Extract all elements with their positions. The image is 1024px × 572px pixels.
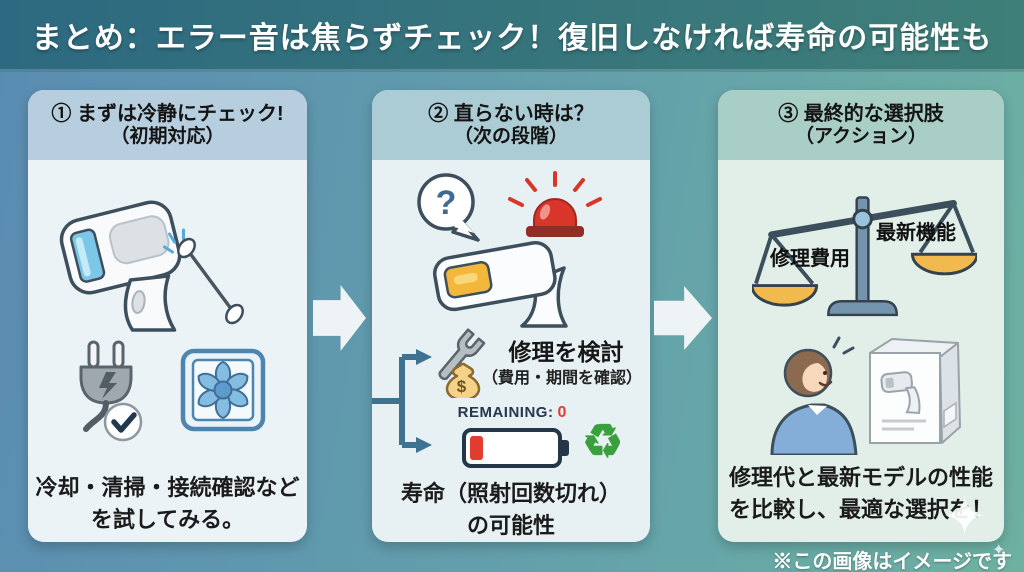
delight-sparkle-ticks bbox=[832, 336, 855, 355]
battery-terminal bbox=[562, 440, 569, 456]
flow-arrow-1-icon bbox=[313, 285, 366, 351]
dollar-sign: $ bbox=[457, 377, 467, 396]
battery-low-segment bbox=[470, 436, 483, 460]
panel1-title-line1: ① まずは冷静にチェック! bbox=[51, 102, 284, 125]
page-title: まとめ：エラー音は焦らずチェック！復旧しなければ寿命の可能性も bbox=[31, 21, 993, 55]
panel1-header: ① まずは冷静にチェック! （初期対応） bbox=[28, 90, 307, 160]
person bbox=[770, 336, 858, 455]
clean-sparkle-ticks bbox=[163, 228, 185, 254]
panel3-caption-line2: を比較し、最適な選択を！ bbox=[728, 497, 993, 522]
check-icon bbox=[111, 412, 137, 433]
panel3-header: ③ 最終的な選択肢 （アクション） bbox=[718, 90, 1004, 160]
header-band: まとめ：エラー音は焦らずチェック！復旧しなければ寿命の可能性も bbox=[0, 0, 1024, 72]
balance-scale-illustration bbox=[752, 196, 977, 317]
scale-pan-left bbox=[752, 284, 819, 307]
siren-icon bbox=[508, 171, 602, 237]
panel2-header: ② 直らない時は？ （次の段階） bbox=[372, 90, 650, 160]
recycle-icon: ♻ bbox=[582, 415, 624, 467]
remaining-counter: REMAINING:0 bbox=[430, 404, 594, 422]
panel3-title-line2: （アクション） bbox=[794, 125, 928, 147]
panel1-caption-line2: を試してみる。 bbox=[90, 507, 245, 532]
panel2-title-line1: ② 直らない時は？ bbox=[428, 102, 594, 125]
image-disclaimer-note: ※この画像はイメージです bbox=[772, 551, 1012, 572]
lightning-bolt-icon bbox=[99, 372, 117, 399]
error-device-siren-illustration: ? bbox=[417, 171, 602, 328]
question-mark: ? bbox=[436, 184, 457, 222]
panel-next-step: ② 直らない時は？ （次の段階） bbox=[372, 90, 650, 542]
repair-option-title: 修理を検討 bbox=[508, 339, 624, 365]
panel-initial-check: ① まずは冷静にチェック! （初期対応） bbox=[28, 90, 307, 542]
panel3-caption-line1: 修理代と最新モデルの性能 bbox=[728, 465, 993, 490]
cooling-fan-icon bbox=[180, 348, 266, 432]
repair-wrench-moneybag-icon: $ bbox=[438, 328, 486, 398]
scale-left-label: 修理費用 bbox=[770, 248, 850, 270]
scale-pan-right bbox=[910, 252, 977, 276]
scale-right-label: 最新機能 bbox=[876, 222, 956, 244]
panel1-title-line2: （初期対応） bbox=[110, 125, 225, 147]
power-plug-check-icon bbox=[79, 340, 143, 442]
panel-final-choice: ③ 最終的な選択肢 （アクション） 修理費用 最新機能 bbox=[718, 90, 1004, 542]
branch-bracket-arrows bbox=[372, 349, 432, 453]
panel3-title-line1: ③ 最終的な選択肢 bbox=[778, 102, 944, 125]
ipl-device-swab-illustration bbox=[59, 200, 244, 332]
sparkle-icon: ✦ bbox=[942, 487, 988, 547]
repair-option-sub: （費用・期間を確認） bbox=[481, 370, 642, 387]
panel2-caption-line2: の可能性 bbox=[466, 513, 555, 538]
panel1-caption-line1: 冷却・清掃・接続確認など bbox=[35, 475, 300, 500]
remaining-label: REMAINING: bbox=[457, 404, 554, 421]
product-box bbox=[869, 338, 961, 444]
empty-battery-icon bbox=[462, 428, 569, 468]
question-bubble-icon: ? bbox=[417, 173, 480, 242]
person-with-product-box-illustration bbox=[770, 336, 961, 455]
panel2-title-line2: （次の段階） bbox=[453, 125, 568, 147]
remaining-value: 0 bbox=[557, 404, 567, 421]
panel2-caption-line1: 寿命（照射回数切れ） bbox=[400, 481, 621, 506]
flow-arrow-2-icon bbox=[654, 286, 712, 350]
sparkle-small-icon: ✦ bbox=[992, 542, 1006, 559]
